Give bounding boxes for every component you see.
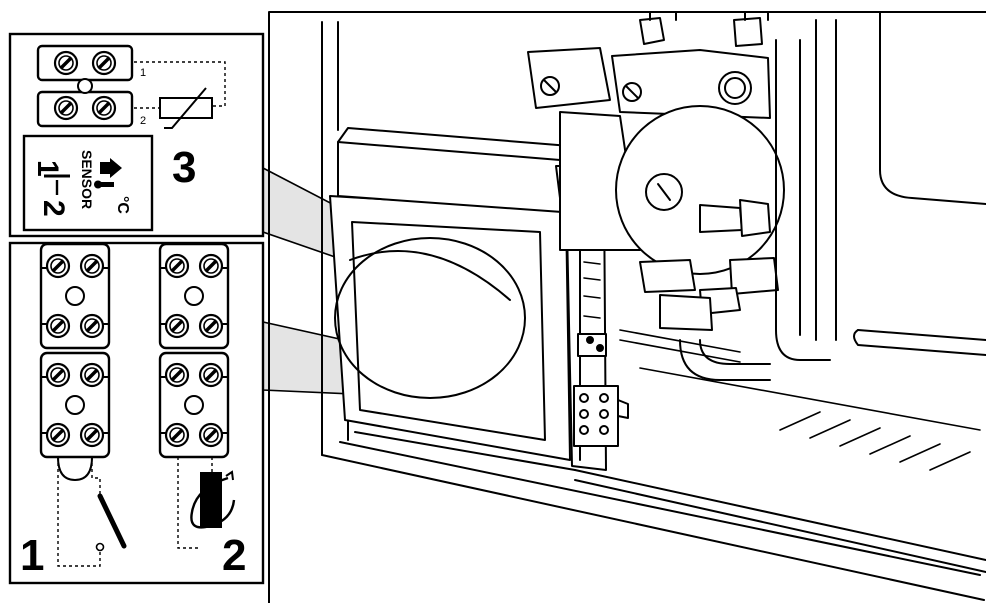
callout-number-2: 2 (222, 531, 246, 580)
sensor-unit: °C (114, 196, 131, 214)
sensor-pole-1: 1 (31, 160, 64, 177)
sensor-word: SENSOR (79, 150, 95, 209)
switch-wiring (57, 457, 101, 567)
callout-number-1: 1 (20, 531, 44, 580)
terminal-block-1-lower (41, 353, 109, 457)
terminal-block-1-upper (41, 244, 109, 348)
sensor-pole-2: 2 (37, 200, 70, 217)
terminal-block-2-upper (160, 244, 228, 348)
thermistor-icon (159, 87, 213, 129)
house-thermometer-icon (94, 158, 122, 189)
terminal-pin-1-label: 1 (140, 67, 146, 79)
appliance-interior-drawing (268, 11, 986, 603)
clock-wiring (177, 457, 200, 549)
inset-panel-terminals: 1 2 (8, 241, 265, 585)
terminal-block-2-lower (160, 353, 228, 457)
sensor-label-box: 1 2 SENSOR °C (22, 134, 154, 232)
terminal-pin-2-label: 2 (140, 115, 146, 127)
callout-number-3: 3 (172, 143, 196, 192)
inset-panel-sensor: 1 2 1 2 SENSOR ° (8, 32, 265, 238)
switch-icon (95, 493, 127, 552)
clock-timer-icon (190, 470, 236, 529)
screw-terminal-icon (36, 44, 134, 128)
